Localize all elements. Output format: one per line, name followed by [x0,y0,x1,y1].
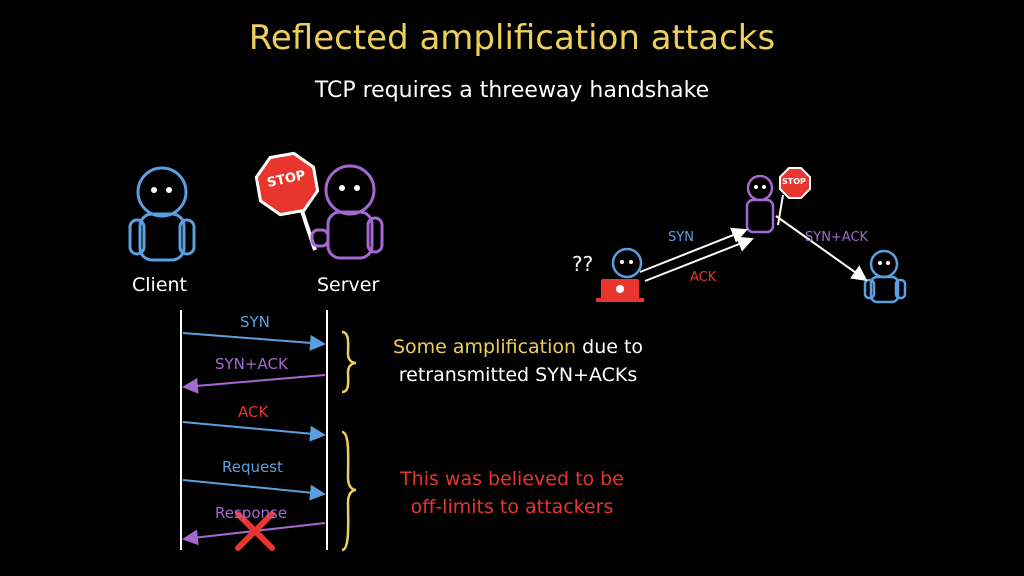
offlimits-line1: This was believed to be [400,468,624,490]
reflector-server-icon [745,167,811,234]
ack-label-right: ACK [690,270,717,285]
request-arrow [182,479,326,501]
question-marks: ?? [572,252,594,276]
offlimits-note: This was believed to be off-limits to at… [372,466,652,521]
ack-arrow [182,421,326,442]
response-label: Response [215,504,288,522]
ack-label: ACK [238,403,269,421]
amplification-note: Some amplification due to retransmitted … [368,334,668,389]
stop-sign-icon [254,151,320,217]
synack-label: SYN+ACK [215,355,288,373]
client-label: Client [132,274,188,296]
synack-arrow [182,374,326,394]
stop-sign-text-right: STOP [782,177,806,186]
syn-arrow [182,332,326,351]
syn-label-right: SYN [668,230,694,245]
amplification-rest: due to [576,336,644,358]
server-person-icon [298,164,384,260]
ack-arrow-right [644,236,754,282]
request-label: Request [222,458,283,476]
client-person-icon [128,166,196,262]
offlimits-line2: off-limits to attackers [410,495,614,518]
amplification-line2: retransmitted SYN+ACKs [398,363,638,386]
synack-label-right: SYN+ACK [805,230,869,245]
blocked-x-icon [235,511,275,551]
brace-bottom [341,430,357,552]
syn-arrow-right [639,227,748,273]
attacker-icon [596,247,644,302]
amplification-highlight: Some amplification [392,336,577,358]
syn-label: SYN [240,313,270,331]
synack-arrow-right [775,215,868,282]
slide-title: Reflected amplification attacks [248,18,776,58]
slide-subtitle: TCP requires a threeway handshake [314,78,710,103]
brace-top [341,330,357,394]
victim-icon [863,249,907,304]
server-label: Server [317,274,380,296]
